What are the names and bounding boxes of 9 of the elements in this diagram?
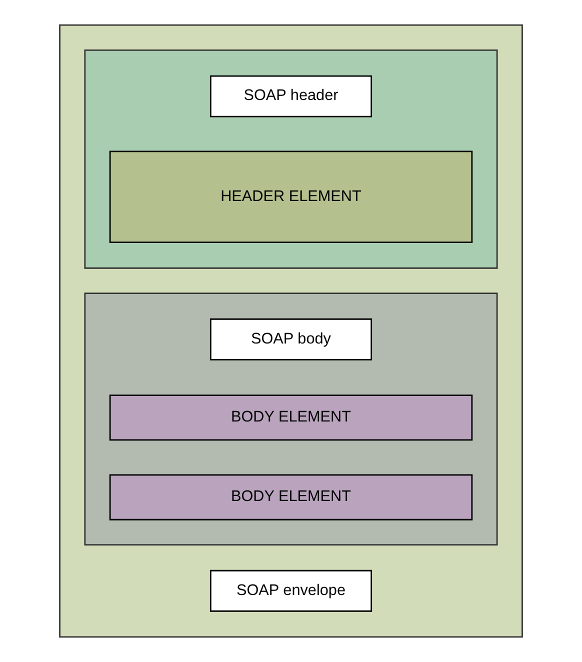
cluster [59, 24, 523, 638]
node-box: BODY ELEMENT [109, 474, 473, 520]
node-box: SOAP envelope [210, 570, 372, 612]
node-box: SOAP header [210, 75, 372, 118]
cluster [84, 49, 498, 269]
cluster [84, 292, 498, 546]
node-box: SOAP body [210, 318, 372, 360]
node-box: HEADER ELEMENT [109, 150, 473, 243]
node-box: BODY ELEMENT [109, 394, 473, 441]
